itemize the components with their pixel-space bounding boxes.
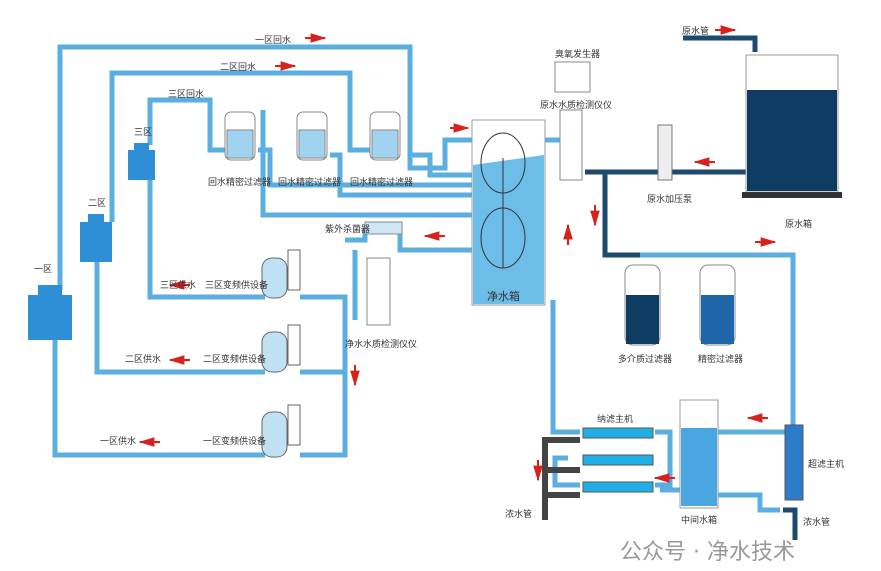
clean-detector-label: 净水水质检测仪仪 <box>345 340 418 350</box>
building-zone2 <box>80 214 112 262</box>
raw-pipe-label: 原水管 <box>682 27 710 37</box>
raw-water-tank <box>742 54 842 198</box>
zone2-return-label: 二区回水 <box>220 63 257 73</box>
mid-tank-label: 中间水箱 <box>681 516 718 526</box>
zone1-return-label: 一区回水 <box>255 36 292 46</box>
return-filter-label-1: 回水精密过滤器 <box>208 178 272 188</box>
raw-water-pump <box>657 124 673 181</box>
ultrafiltration-unit <box>784 424 804 501</box>
drain-label-left: 浓水管 <box>505 510 533 520</box>
uv-sterilizer <box>364 221 403 235</box>
zone1-pump-label: 一区变频供设备 <box>203 437 267 447</box>
zone2-label: 二区 <box>88 199 107 209</box>
zone2-supply-label: 二区供水 <box>125 355 162 365</box>
raw-detector-label: 原水水质检测仪仪 <box>540 101 613 111</box>
nf-label: 纳滤主机 <box>597 415 634 425</box>
precision-filter-label: 精密过滤器 <box>698 355 744 365</box>
clean-water-tank <box>471 119 546 306</box>
multi-media-filter-label: 多介质过滤器 <box>618 355 673 365</box>
zone3-return-label: 三区回水 <box>168 90 205 100</box>
clean-water-detector <box>366 257 391 326</box>
uv-label: 紫外杀菌器 <box>325 225 371 235</box>
return-filter-label-3: 回水精密过滤器 <box>350 178 414 188</box>
ozone-label: 臭氧发生器 <box>555 50 601 60</box>
watermark: 公众号 · 净水技术 <box>620 540 795 565</box>
zone3-supply-label: 三区供水 <box>160 281 197 291</box>
nanofiltration-unit <box>582 427 654 493</box>
zone3-pump-label: 三区变频供设备 <box>205 281 269 291</box>
return-filters <box>224 111 401 161</box>
zone1-label: 一区 <box>34 265 53 275</box>
intermediate-tank <box>679 399 719 509</box>
supply-pumps <box>261 249 301 458</box>
zone2-pump-label: 二区变频供设备 <box>203 355 267 365</box>
uf-label: 超滤主机 <box>808 460 845 470</box>
raw-water-detector <box>559 109 583 181</box>
return-filter-label-2: 回水精密过滤器 <box>278 178 342 188</box>
zone3-label: 三区 <box>134 128 153 138</box>
raw-pump-label: 原水加压泵 <box>647 195 693 205</box>
raw-tank-label: 原水箱 <box>785 220 813 230</box>
flow-arrows <box>138 25 777 483</box>
clean-tank-label: 净水箱 <box>487 290 520 303</box>
pretreatment-filters <box>624 264 736 346</box>
drain-label-right: 浓水管 <box>803 518 831 528</box>
drain-pipe <box>542 437 580 520</box>
building-zone3 <box>128 143 155 180</box>
ozone-generator <box>554 61 591 93</box>
building-zone1 <box>28 285 72 340</box>
zone1-supply-label: 一区供水 <box>100 437 137 447</box>
